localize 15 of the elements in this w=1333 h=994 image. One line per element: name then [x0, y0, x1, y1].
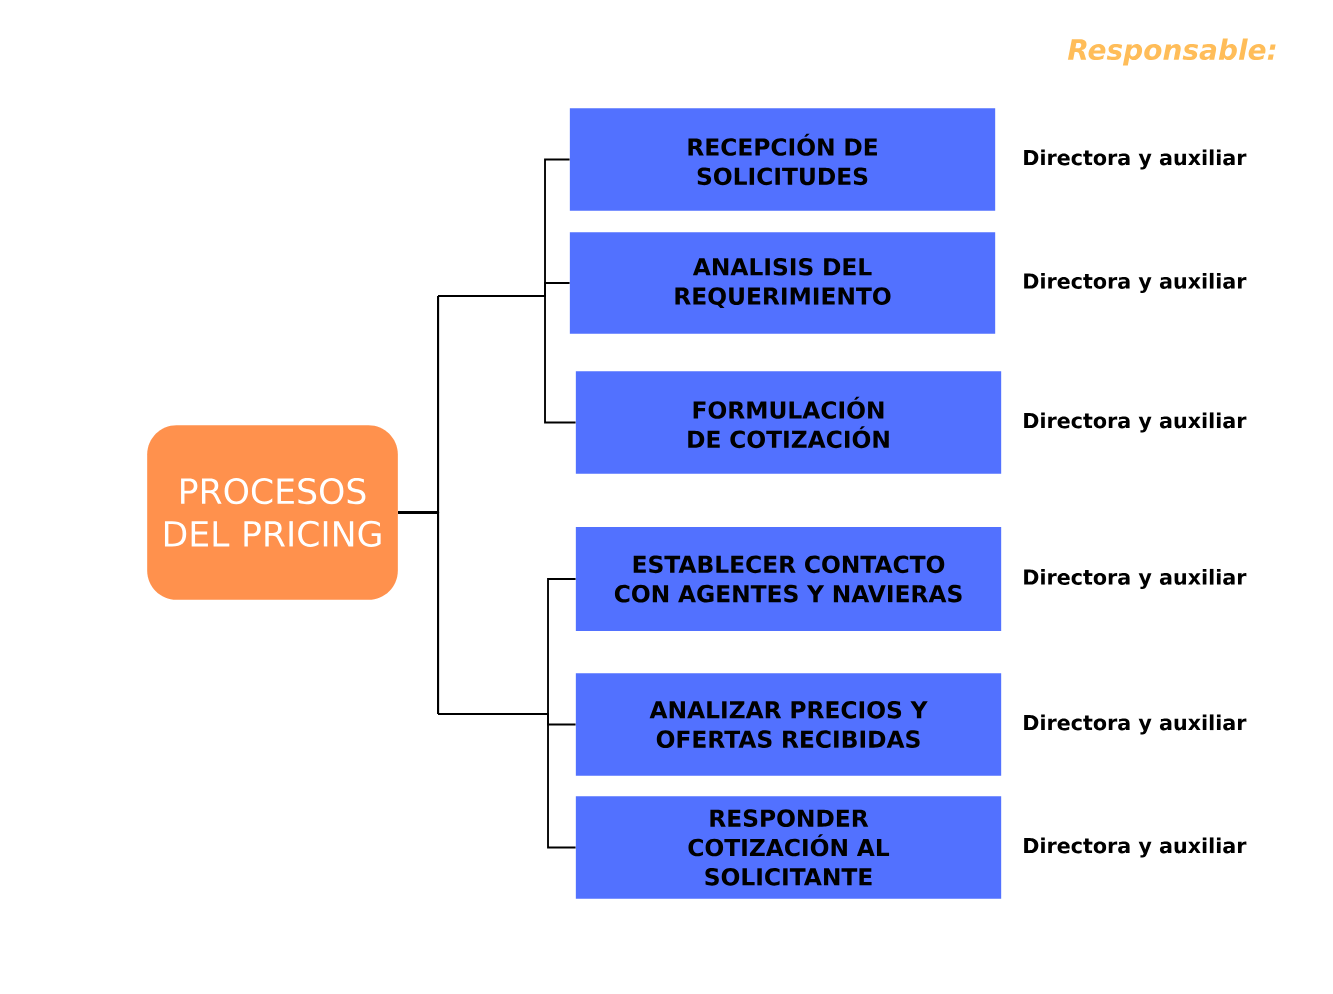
connector-line	[397, 511, 577, 849]
process-box: ANALISIS DEL REQUERIMIENTO	[569, 232, 996, 334]
process-box: RECEPCIÓN DE SOLICITUDES	[569, 108, 996, 211]
process-box: PROCESOS DEL PRICING	[147, 425, 398, 600]
responsible-label: Directora y auxiliar	[1024, 714, 1247, 735]
responsible-label: Directora y auxiliar	[1024, 837, 1247, 858]
responsible-label: Directora y auxiliar	[1024, 149, 1247, 170]
process-box: RESPONDER COTIZACIÓN AL SOLICITANTE	[575, 796, 1002, 899]
process-box: ANALIZAR PRECIOS Y OFERTAS RECIBIDAS	[575, 673, 1002, 776]
responsible-label: Directora y auxiliar	[1024, 412, 1247, 433]
process-box: ESTABLECER CONTACTO CON AGENTES Y NAVIERAS	[575, 527, 1002, 631]
process-box: FORMULACIÓN DE COTIZACIÓN	[575, 371, 1002, 474]
column-heading: Responsable:	[1067, 38, 1276, 66]
responsible-label: Directora y auxiliar	[1024, 568, 1247, 590]
responsible-label: Directora y auxiliar	[1024, 272, 1247, 294]
